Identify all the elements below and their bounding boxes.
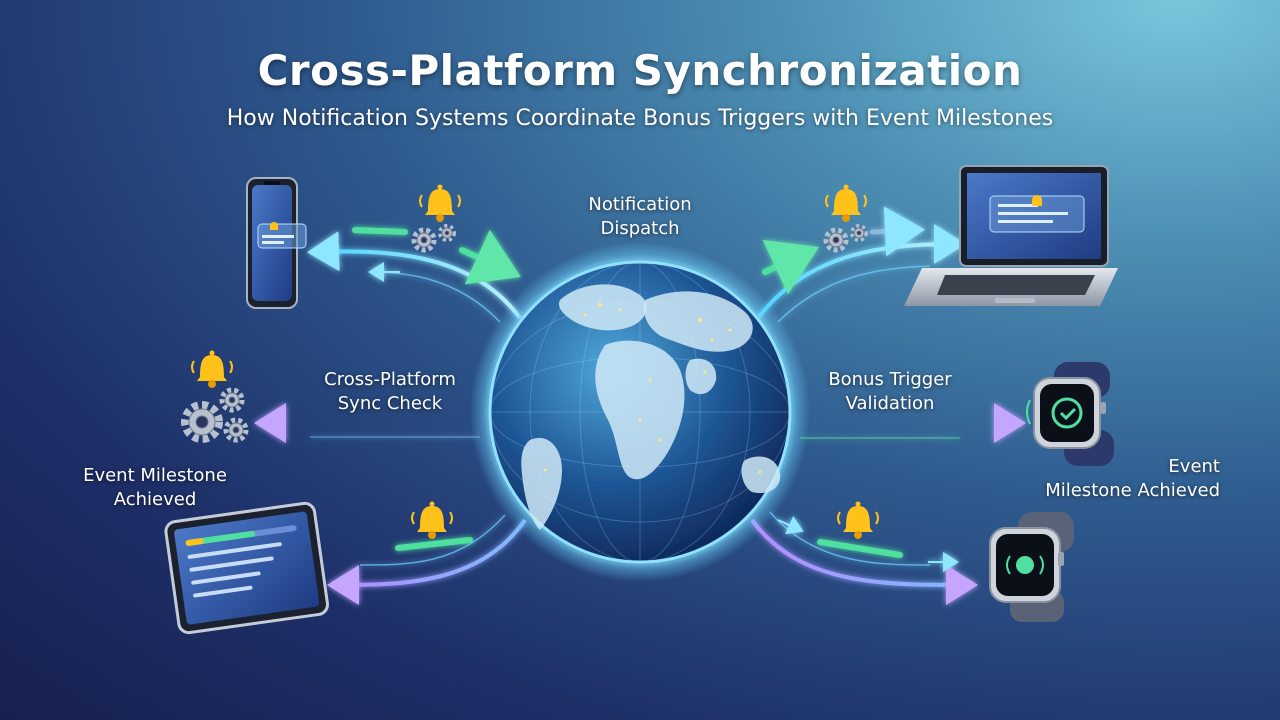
outline-arrow-right-top [869, 206, 925, 257]
phone-bell-icon [270, 222, 278, 230]
page-title: Cross-Platform Synchronization [257, 46, 1023, 95]
green-bar-right-bottom [817, 539, 903, 558]
globe-icon [470, 242, 810, 582]
continent-asia [643, 291, 753, 352]
gear-icon [411, 224, 456, 253]
green-bar-left-top [352, 227, 408, 235]
arc-to-watch2 [750, 518, 978, 605]
page-subtitle: How Notification Systems Coordinate Bonu… [226, 106, 1054, 131]
green-bar-left-bottom [395, 537, 473, 551]
bell-icon [419, 184, 461, 222]
bell-icon [837, 501, 879, 539]
gear-icon [181, 387, 249, 443]
bell-icon [191, 350, 233, 388]
label-milestone-left: Event Milestone Achieved [83, 465, 227, 510]
continent-africa [595, 340, 685, 480]
label-sync-check: Cross-Platform Sync Check [324, 369, 456, 414]
gear-icons [181, 224, 868, 443]
arc-to-phone [307, 231, 522, 320]
smartwatch-device [1026, 362, 1114, 466]
continent-south-america [521, 437, 562, 530]
continent-australia [741, 456, 781, 494]
tablet-device [164, 501, 329, 635]
green-arrow-right-top [762, 239, 819, 295]
flow-arrows [254, 206, 1026, 605]
laptop-bell-icon [1032, 195, 1042, 206]
bell-icons [191, 184, 879, 539]
label-notification-dispatch: Notification Dispatch [588, 194, 692, 239]
laptop-device [904, 165, 1118, 306]
arc-to-laptop-inner [777, 265, 931, 323]
smartwatch-device-2 [989, 512, 1074, 622]
smartphone-device [246, 177, 307, 309]
arc-to-tablet-inner [359, 514, 506, 566]
gear-icon [823, 224, 868, 253]
continent-europe [559, 284, 647, 331]
green-arrow-right-bottom [777, 515, 804, 535]
continent-arabia [685, 358, 717, 395]
label-milestone-right: Event Milestone Achieved [1045, 456, 1220, 501]
arc-to-tablet [327, 518, 527, 605]
label-bonus-validation: Bonus Trigger Validation [828, 369, 952, 414]
arc-to-laptop [756, 224, 966, 320]
green-arrow-left-top [459, 229, 521, 285]
bell-icon [411, 501, 453, 539]
bell-icon [825, 184, 867, 222]
